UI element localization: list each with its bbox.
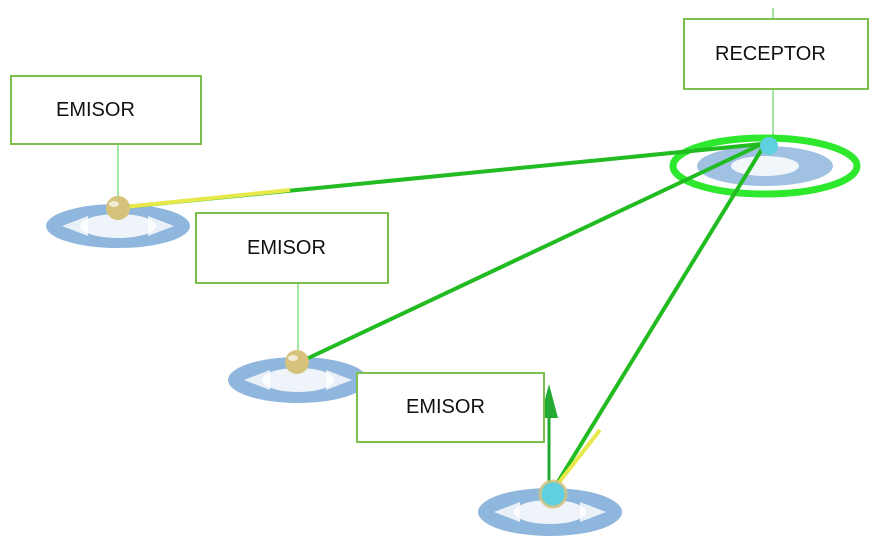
label-emisor-3: EMISOR xyxy=(356,372,545,443)
label-emisor-1-text: EMISOR xyxy=(56,98,135,121)
sphere-emisor-3 xyxy=(538,479,568,509)
sphere-receptor xyxy=(760,137,778,155)
link-emisor-3-receptor xyxy=(551,142,767,492)
link-emisor-1-receptor xyxy=(124,142,763,209)
pad-emisor-3 xyxy=(478,488,622,536)
label-receptor: RECEPTOR xyxy=(683,18,869,90)
label-emisor-2-text: EMISOR xyxy=(247,236,326,259)
pad-emisor-1 xyxy=(46,204,190,248)
label-receptor-text: RECEPTOR xyxy=(715,42,826,65)
label-emisor-3-text: EMISOR xyxy=(406,396,485,418)
pad-emisor-2 xyxy=(228,357,368,403)
label-emisor-2: EMISOR xyxy=(195,212,389,284)
label-emisor-1: EMISOR xyxy=(10,75,202,145)
sphere-emisor-1 xyxy=(106,196,130,220)
link-emisor-2-receptor xyxy=(299,142,763,364)
sphere-emisor-2 xyxy=(285,350,309,374)
